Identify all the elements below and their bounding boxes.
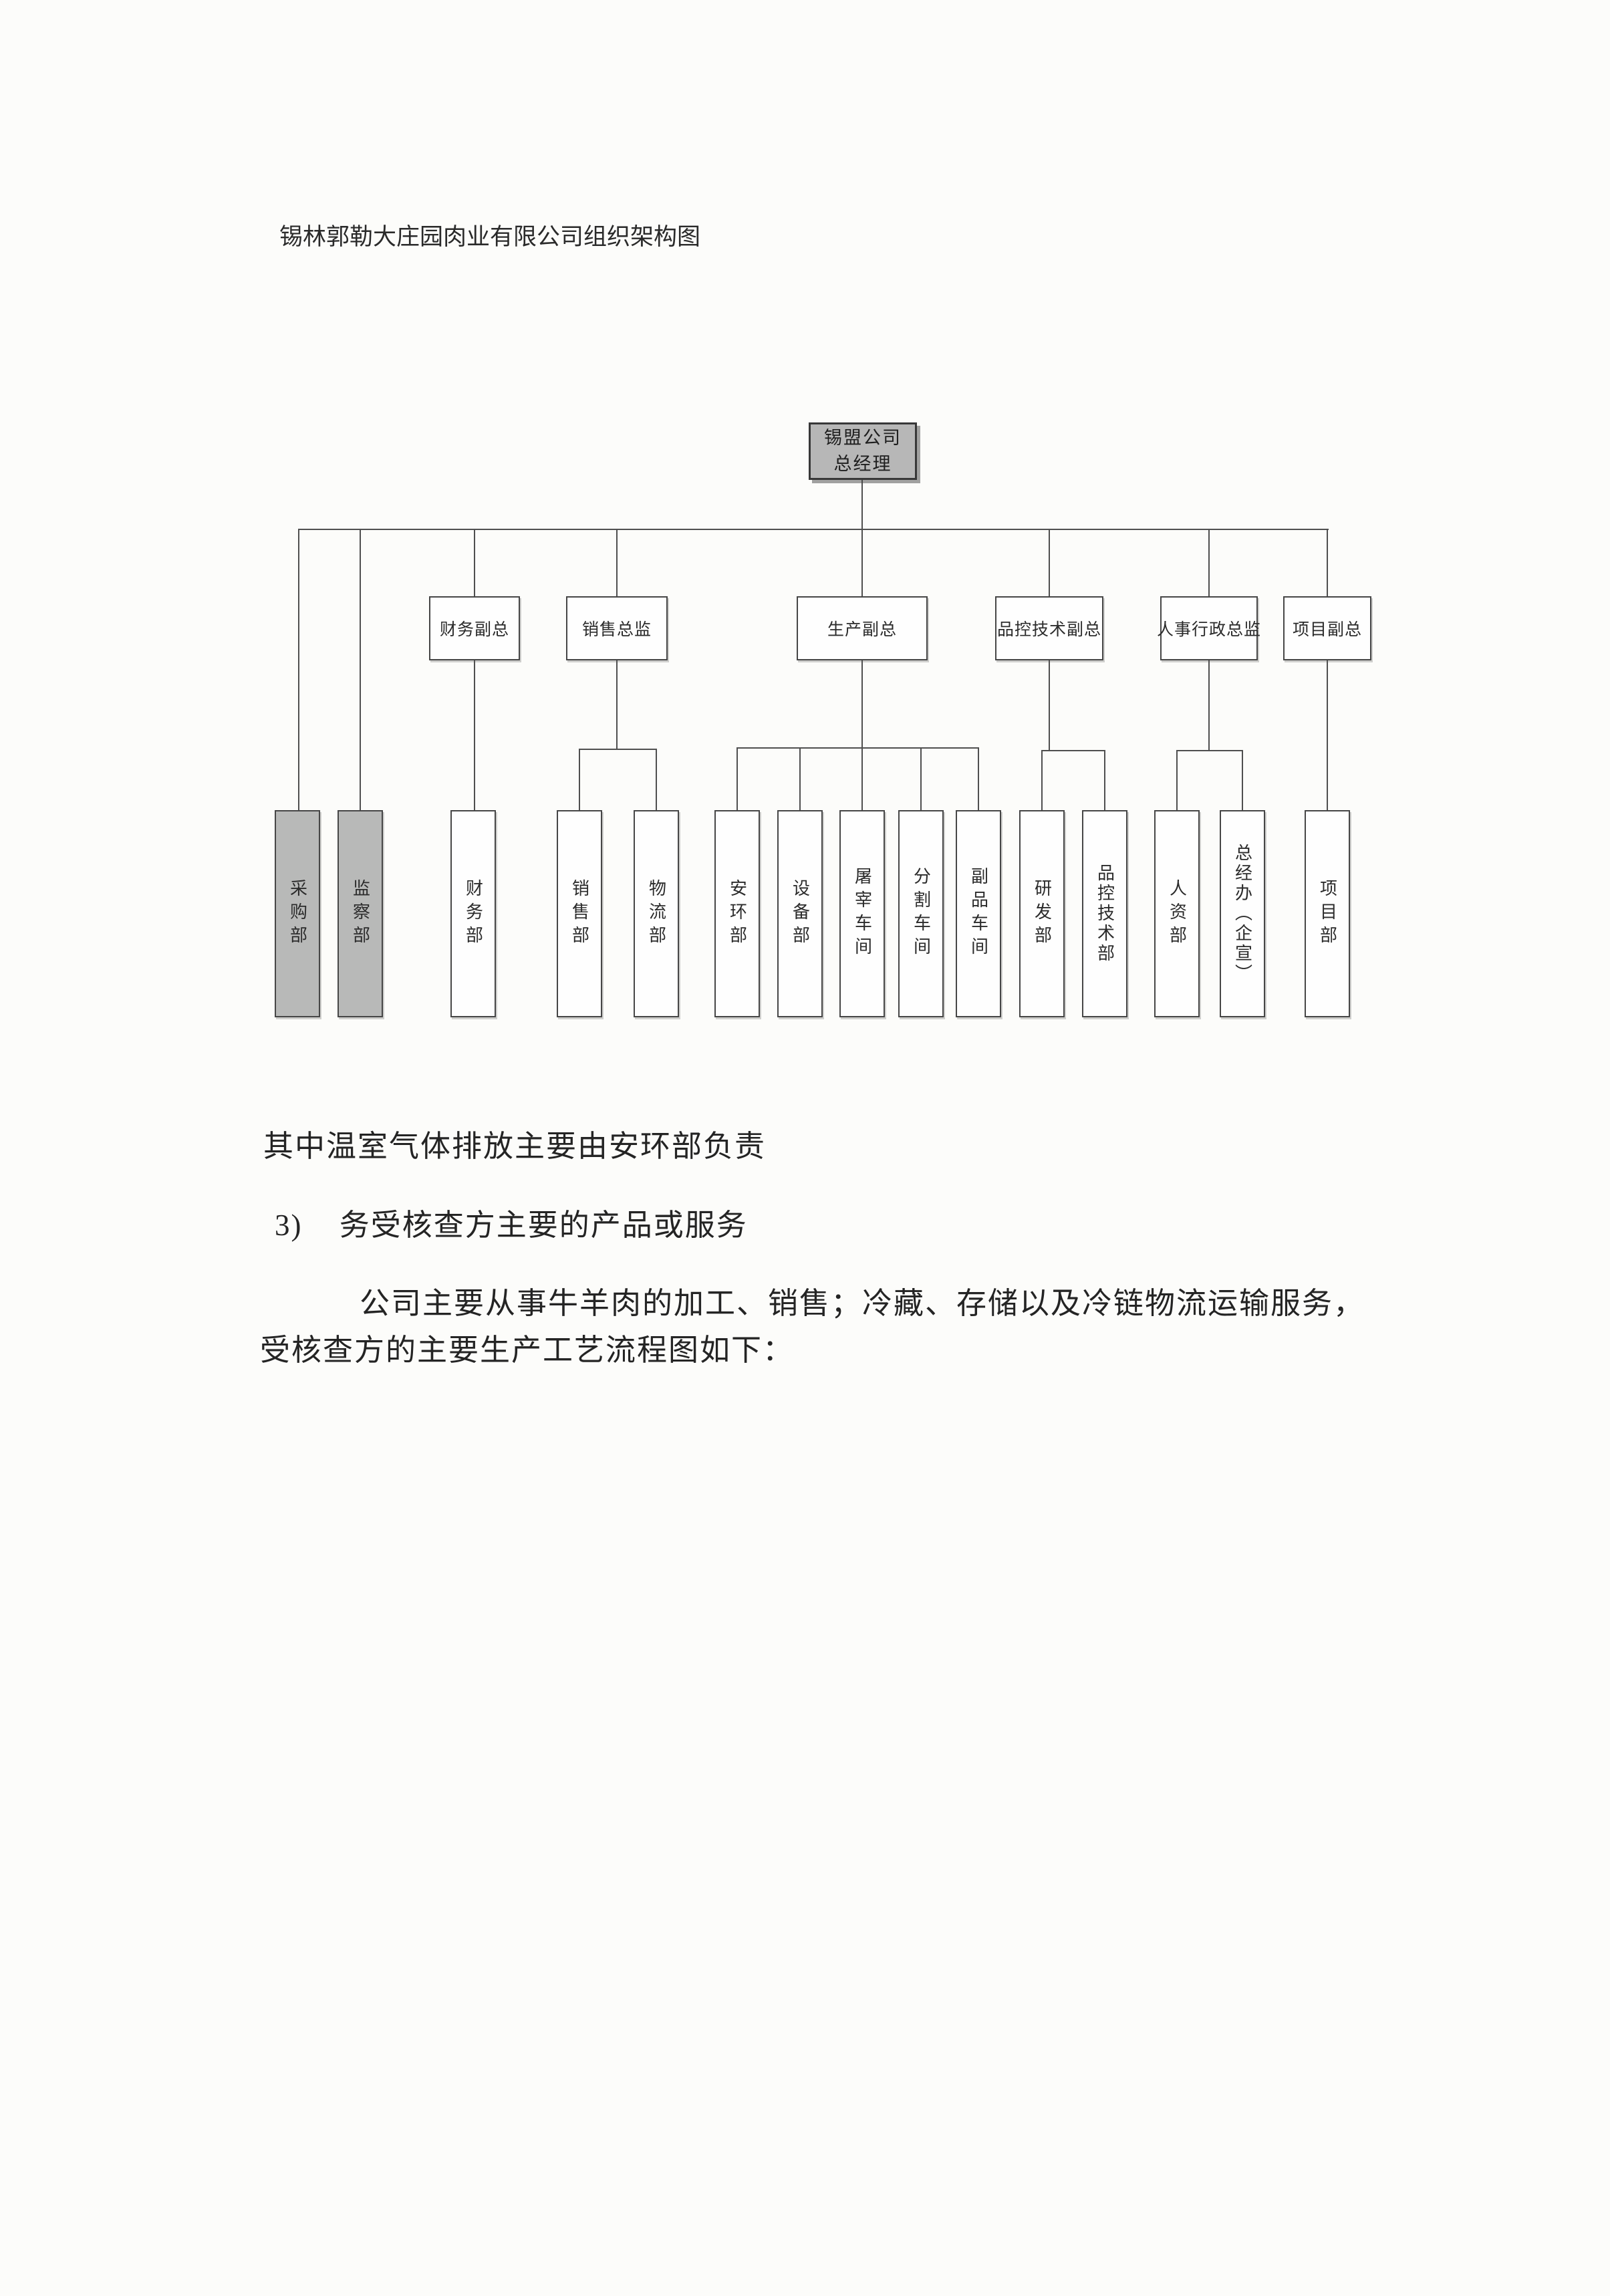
node-project-dept: 项目部 — [1305, 810, 1350, 1017]
connector-line — [474, 529, 475, 596]
connector-line — [861, 660, 863, 810]
node-equipment-dept: 设备部 — [777, 810, 823, 1017]
org-chart: 锡盟公司 总经理 财务副总 销售总监 生产副总 品控技术副总 人事行政总监 项目… — [0, 0, 1610, 1136]
connector-line — [861, 529, 863, 596]
connector-line — [1104, 750, 1105, 810]
node-label: 分割车间 — [911, 867, 931, 961]
node-label: 采购部 — [287, 878, 307, 949]
node-label: 总经理 — [833, 454, 892, 474]
connector-line — [799, 747, 801, 810]
connector-line — [1049, 660, 1050, 750]
node-label: 财务副总 — [439, 621, 509, 639]
node-qc-tech-dept: 品控技术部 — [1082, 810, 1127, 1017]
node-label: 财务部 — [463, 878, 483, 949]
connector-line — [1327, 529, 1328, 596]
node-safety-env-dept: 安环部 — [714, 810, 760, 1017]
node-cutting-workshop: 分割车间 — [898, 810, 944, 1017]
connector-line — [736, 747, 979, 749]
node-gm-office: 总经办（企宣） — [1220, 810, 1265, 1017]
connector-line — [579, 749, 580, 810]
node-label: 品控技术部 — [1095, 864, 1115, 964]
connector-line — [616, 529, 618, 596]
node-hr-dept: 人资部 — [1154, 810, 1200, 1017]
paragraph-line-1: 公司主要从事牛羊肉的加工、销售；冷藏、存储以及冷链物流运输服务， — [360, 1287, 1365, 1320]
note-text: 其中温室气体排放主要由安环部负责 — [263, 1130, 767, 1163]
node-slaughter-workshop: 屠宰车间 — [839, 810, 885, 1017]
node-byproduct-workshop: 副品车间 — [956, 810, 1001, 1017]
node-label: 物流部 — [646, 878, 666, 949]
node-sales-director: 销售总监 — [566, 596, 668, 660]
node-general-manager: 锡盟公司 总经理 — [809, 422, 917, 480]
node-production-vp: 生产副总 — [797, 596, 928, 660]
connector-line — [474, 660, 475, 810]
list-text: 务受核查方主要的产品或服务 — [339, 1208, 748, 1242]
node-rnd-dept: 研发部 — [1019, 810, 1065, 1017]
node-label: 总经办（企宣） — [1232, 844, 1252, 984]
node-logistics-dept: 物流部 — [634, 810, 679, 1017]
node-label: 品控技术副总 — [996, 621, 1101, 639]
connector-line — [1041, 750, 1043, 810]
list-item: 3) 务受核查方主要的产品或服务 — [275, 1200, 748, 1244]
connector-line — [1327, 660, 1328, 810]
connector-line — [861, 480, 863, 529]
node-label: 锡盟公司 — [824, 427, 902, 448]
node-label: 人事行政总监 — [1157, 621, 1262, 639]
node-label: 销售总监 — [581, 621, 652, 639]
connector-line — [360, 529, 361, 810]
connector-line — [736, 747, 738, 810]
connector-line — [1242, 750, 1243, 810]
connector-line — [1041, 750, 1105, 751]
node-label: 副品车间 — [968, 867, 988, 961]
node-sales-dept: 销售部 — [557, 810, 602, 1017]
document-title: 锡林郭勒大庄园肉业有限公司组织架构图 — [279, 224, 701, 250]
node-qc-tech-vp: 品控技术副总 — [995, 596, 1103, 660]
connector-line — [1208, 660, 1210, 750]
connector-line — [616, 660, 618, 749]
connector-line — [579, 749, 657, 750]
connector-line — [1208, 529, 1210, 596]
paragraph-line-2: 受核查方的主要生产工艺流程图如下： — [260, 1333, 795, 1367]
connector-line — [978, 747, 979, 810]
connector-line — [1049, 529, 1050, 596]
connector-line — [298, 529, 299, 810]
connector-line — [1176, 750, 1178, 810]
node-label: 项目副总 — [1292, 621, 1362, 639]
connector-line — [1176, 750, 1243, 751]
node-label: 项目部 — [1317, 878, 1337, 949]
node-hr-admin-director: 人事行政总监 — [1157, 596, 1262, 660]
node-label: 生产副总 — [827, 621, 897, 639]
node-label: 安环部 — [727, 878, 747, 949]
node-label: 销售部 — [569, 878, 589, 949]
connector-line — [920, 747, 922, 810]
node-finance-dept: 财务部 — [450, 810, 496, 1017]
connector-line — [656, 749, 657, 810]
node-label: 监察部 — [350, 878, 370, 949]
connector-line — [298, 529, 1329, 530]
node-project-vp: 项目副总 — [1283, 596, 1371, 660]
node-purchasing-dept: 采购部 — [275, 810, 320, 1017]
list-marker: 3) — [275, 1208, 303, 1242]
node-label: 屠宰车间 — [852, 867, 872, 961]
node-label: 研发部 — [1032, 878, 1052, 949]
node-label: 人资部 — [1167, 878, 1187, 949]
node-finance-vp: 财务副总 — [429, 596, 520, 660]
node-label: 设备部 — [790, 878, 810, 949]
node-supervision-dept: 监察部 — [338, 810, 383, 1017]
